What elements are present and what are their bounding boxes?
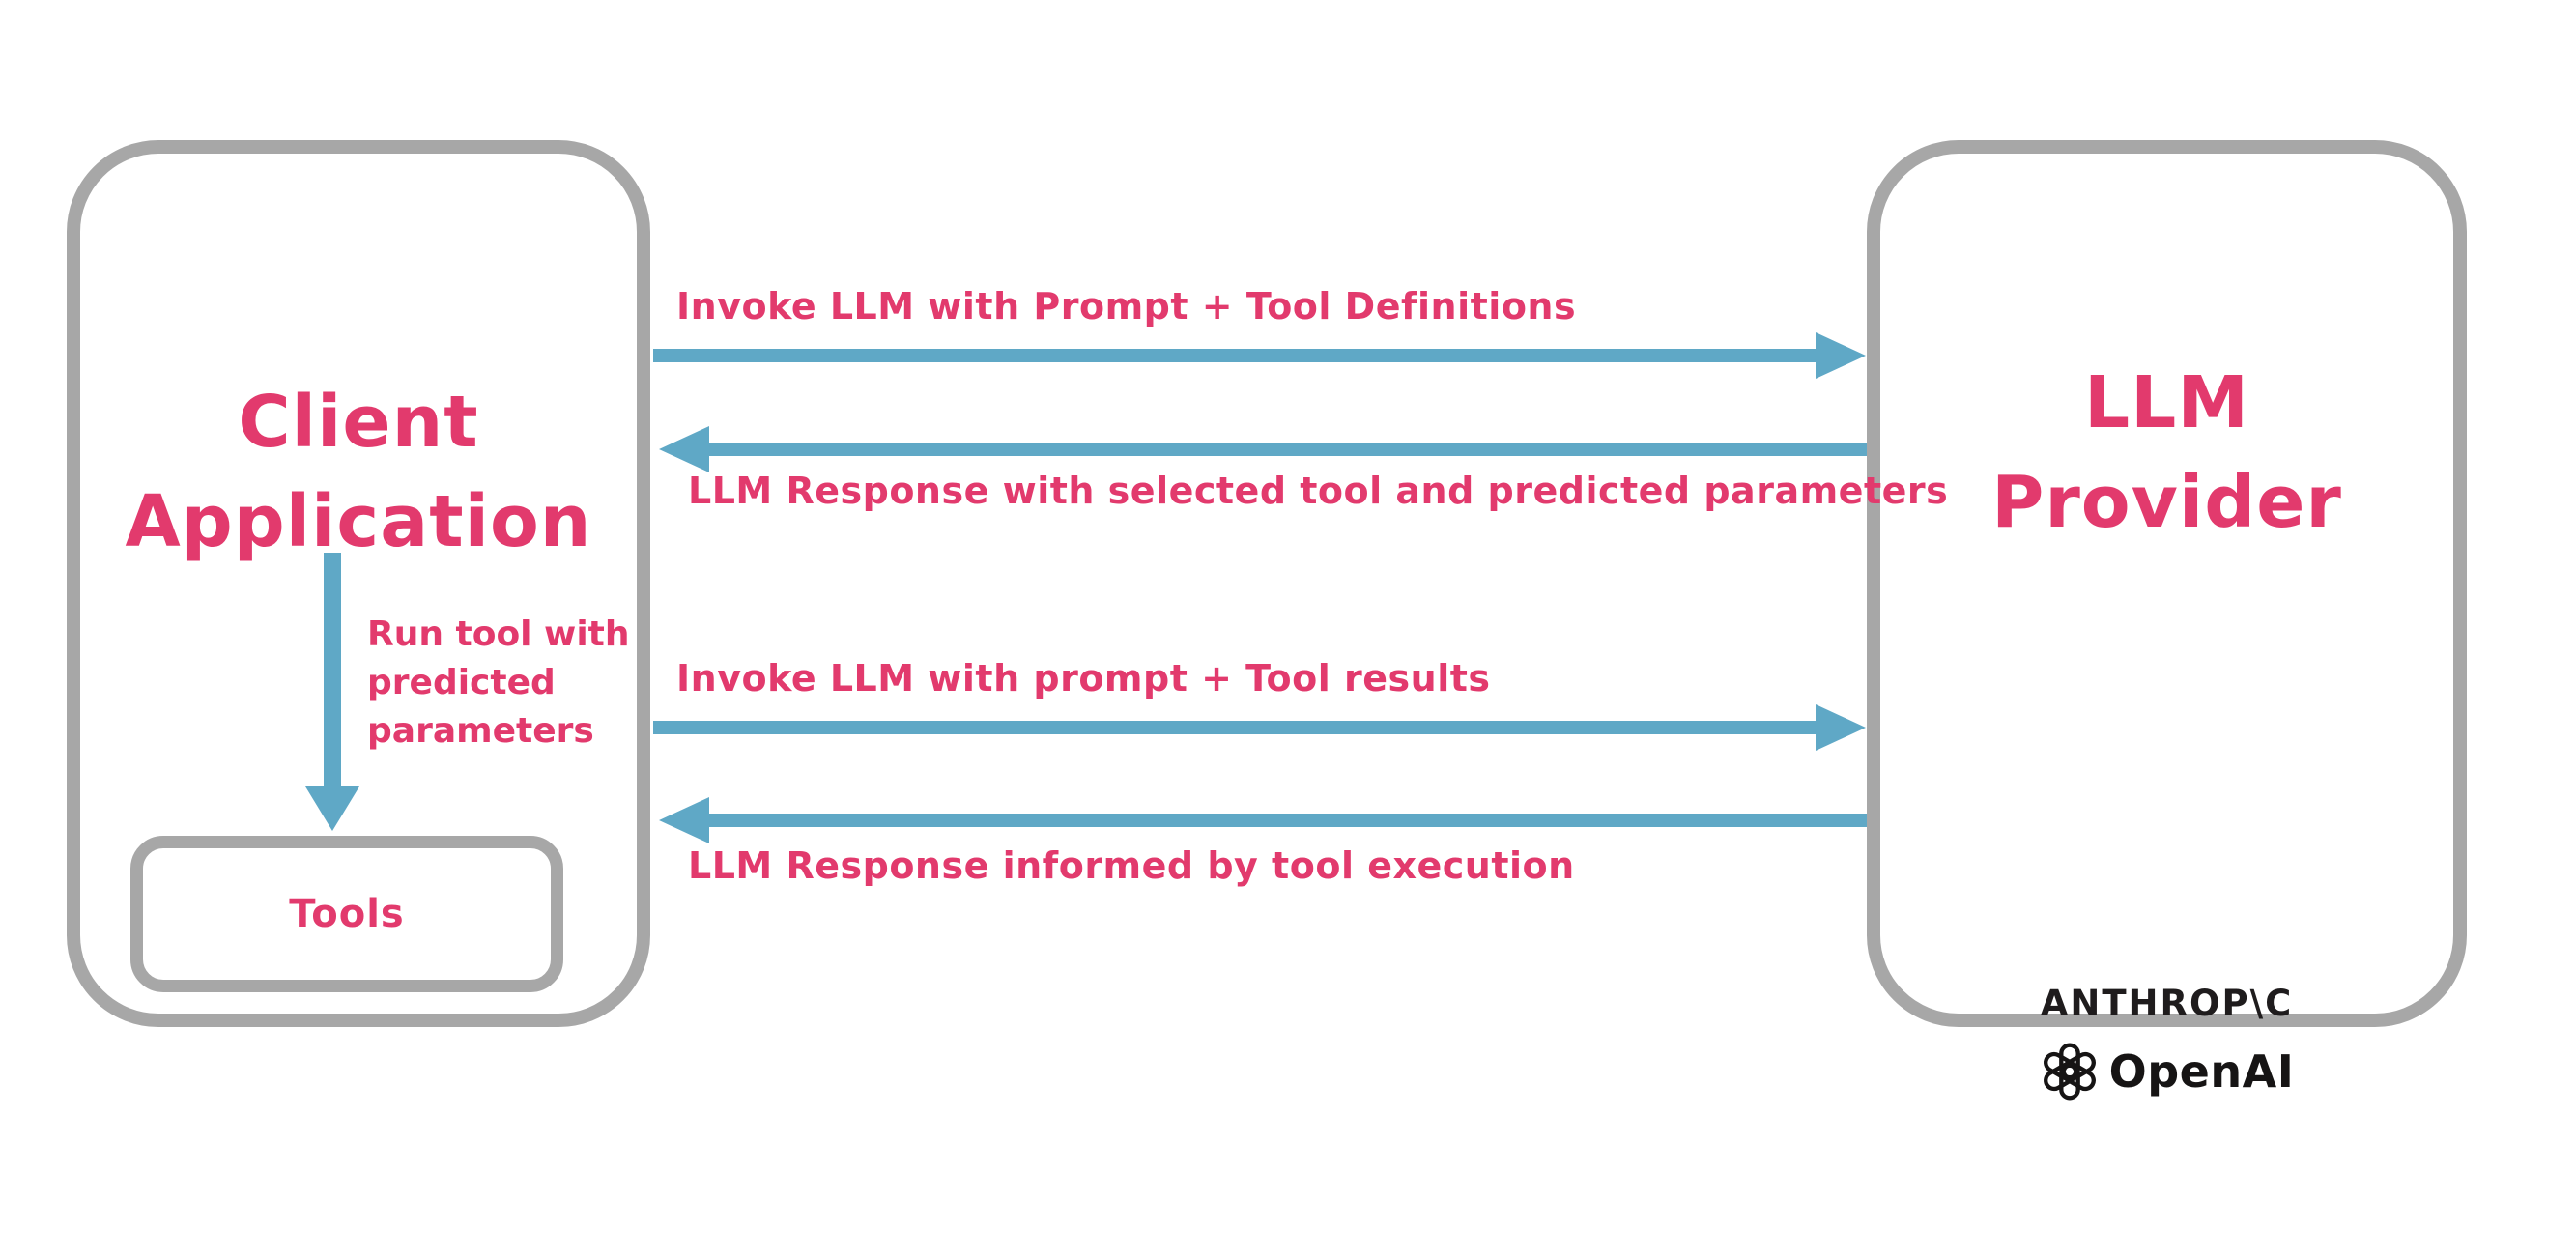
provider-logos: ANTHROP\C OpenAI bbox=[1880, 983, 2453, 1101]
arrow-2-body bbox=[709, 443, 1867, 456]
openai-flower-icon bbox=[2043, 1043, 2096, 1101]
arrow-4-left-head-icon bbox=[659, 797, 709, 843]
arrow-3-right-head-icon bbox=[1816, 704, 1866, 751]
arrow-1-body bbox=[653, 349, 1816, 362]
arrow-2-left-head-icon bbox=[659, 426, 709, 472]
arrow-4-body bbox=[709, 814, 1867, 827]
llm-provider-box: LLM Provider ANTHROP\C OpenAI bbox=[1867, 140, 2467, 1101]
arrow-3-label: Invoke LLM with prompt + Tool results bbox=[676, 657, 1491, 700]
down-arrow-icon bbox=[305, 786, 359, 831]
tools-label: Tools bbox=[289, 892, 405, 936]
client-application-title: Client Application bbox=[125, 381, 592, 563]
arrow-1-right-head-icon bbox=[1816, 332, 1866, 379]
openai-logo: OpenAI bbox=[2040, 1042, 2295, 1101]
arrow-3-body bbox=[653, 721, 1816, 734]
arrow-1-label: Invoke LLM with Prompt + Tool Definition… bbox=[676, 285, 1577, 328]
openai-wordmark: OpenAI bbox=[2108, 1045, 2295, 1098]
down-arrow-shaft bbox=[324, 553, 341, 786]
arrow-4-label: LLM Response informed by tool execution bbox=[688, 844, 1575, 887]
anthropic-logo: ANTHROP\C bbox=[2040, 983, 2294, 1024]
llm-provider-title: LLM Provider bbox=[1991, 361, 2342, 544]
tools-box: Tools bbox=[130, 836, 563, 992]
arrow-2-label: LLM Response with selected tool and pred… bbox=[688, 470, 1949, 512]
run-tool-label: Run tool with predicted parameters bbox=[367, 615, 630, 751]
